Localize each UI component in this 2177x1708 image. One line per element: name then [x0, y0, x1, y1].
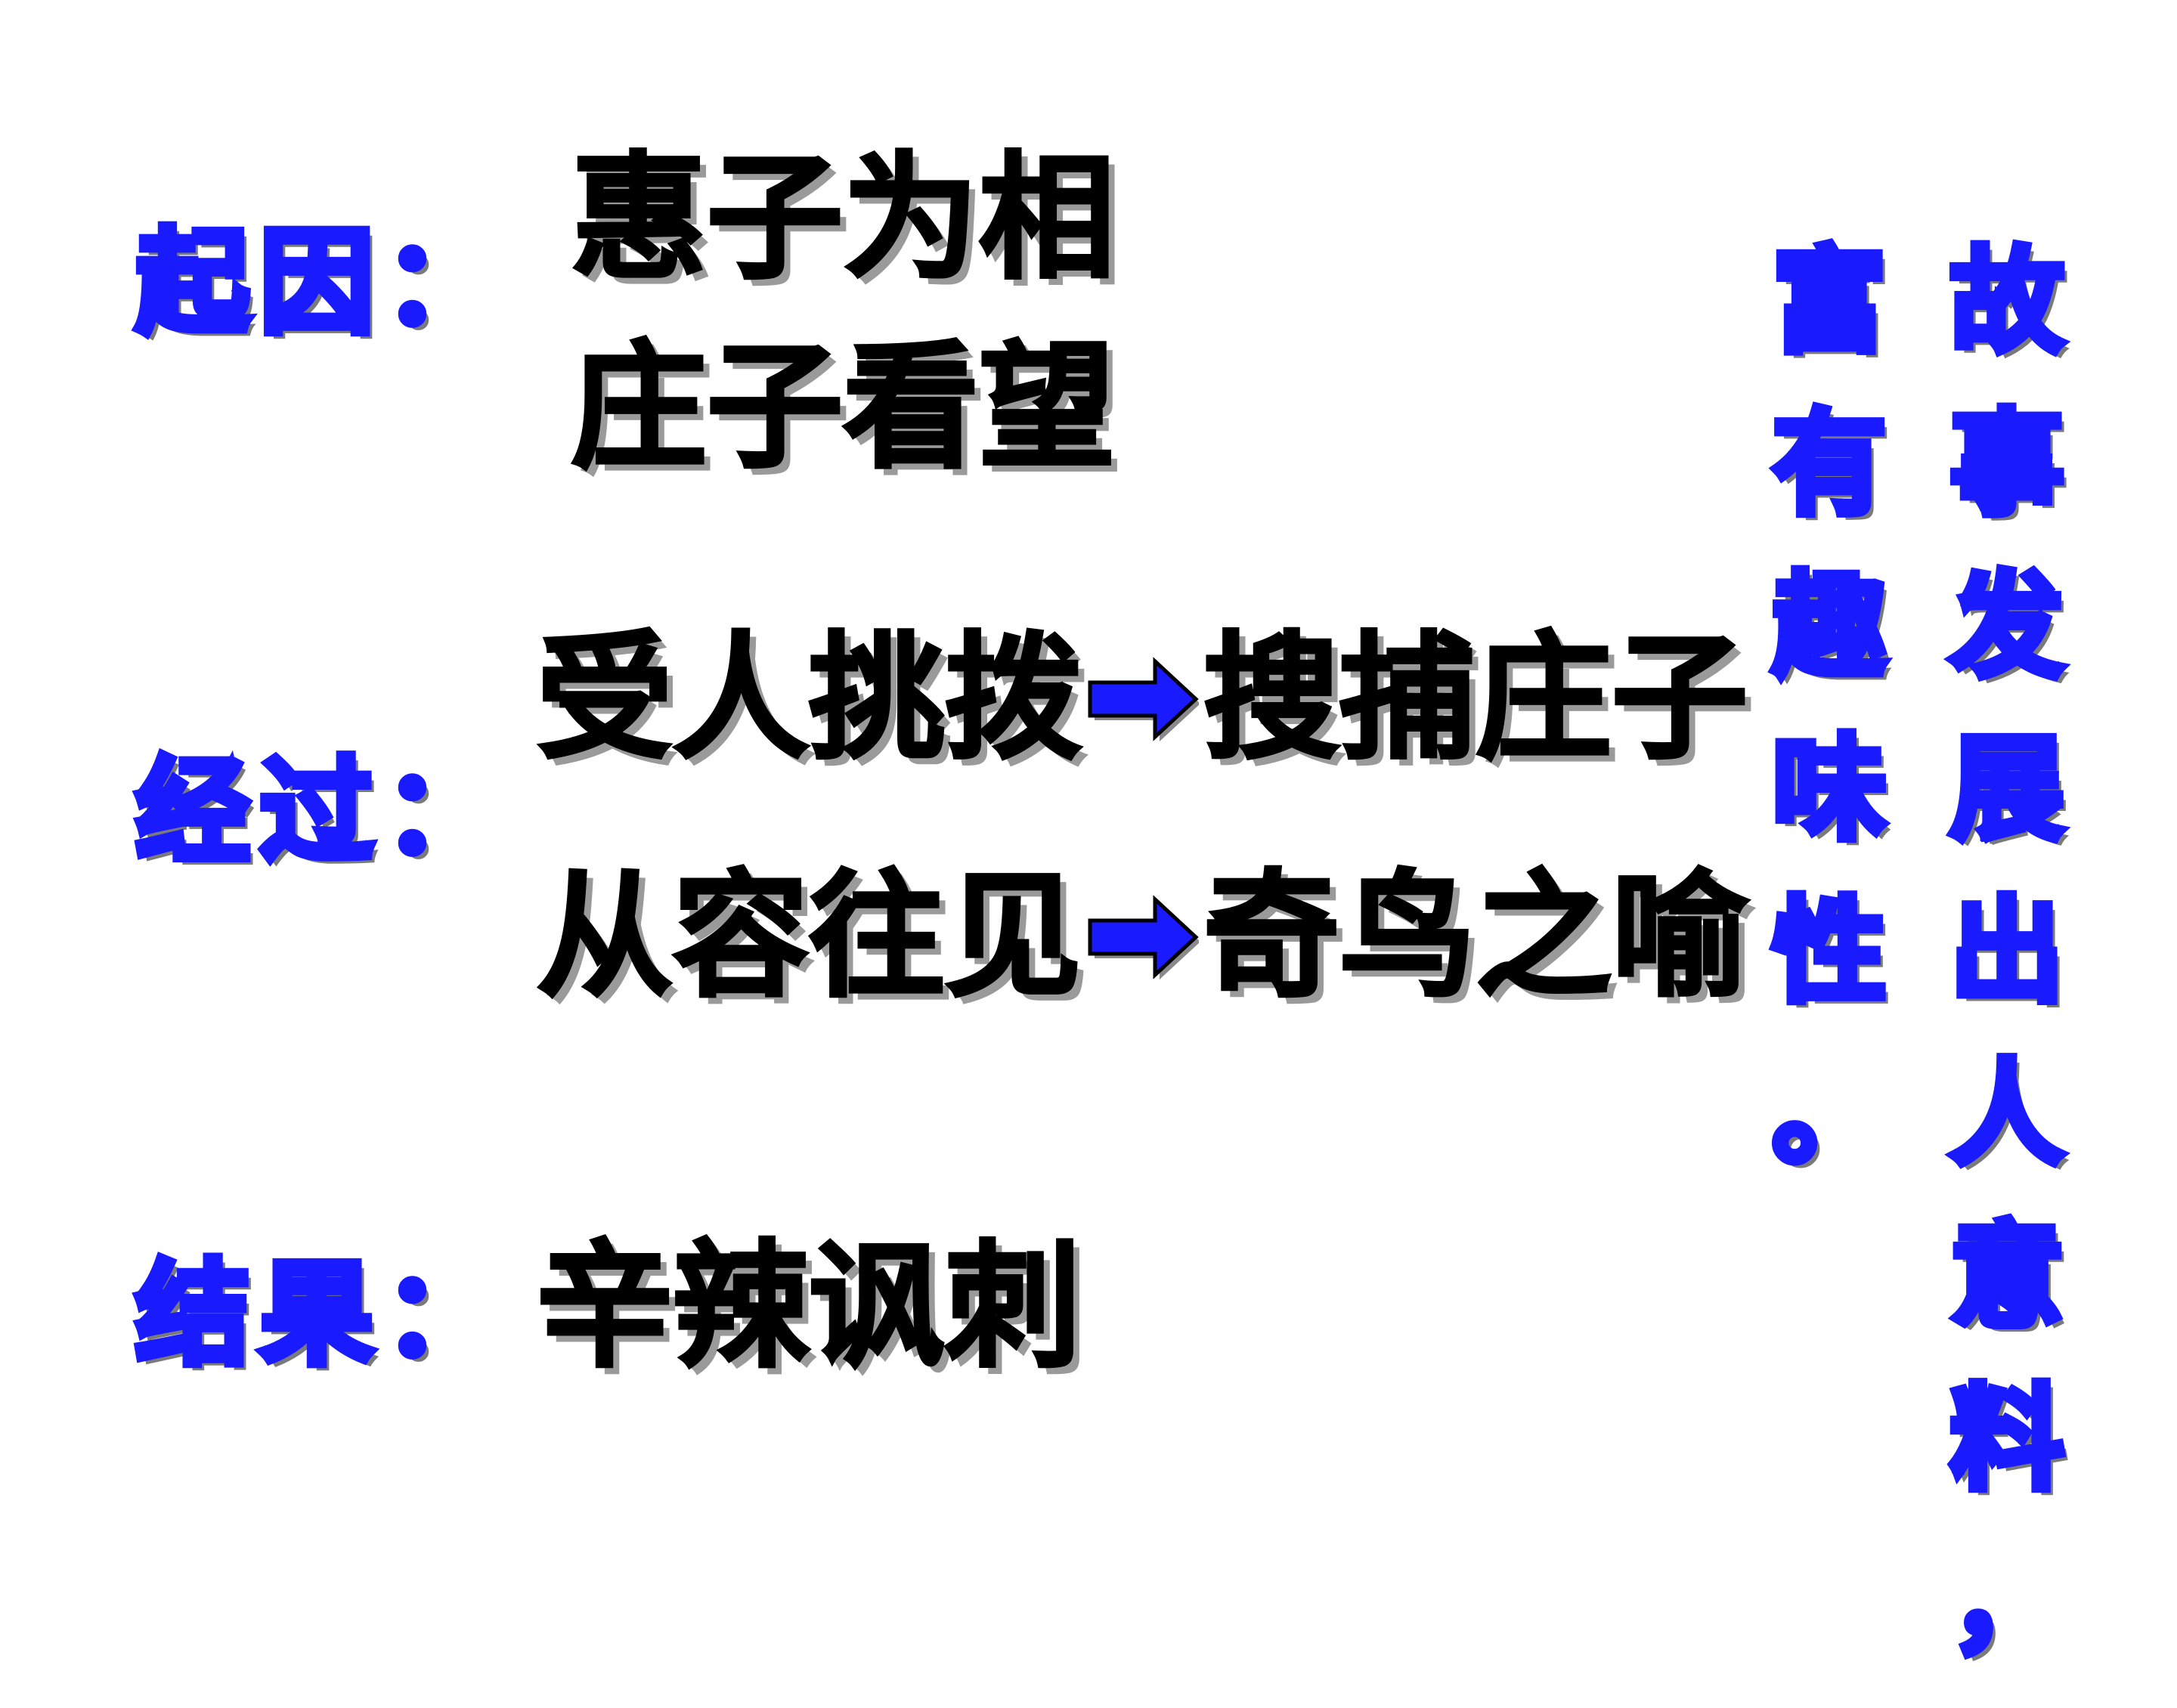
comment-right-char: 事: [1946, 399, 2067, 531]
comment-right-char: 发: [1946, 562, 2067, 693]
cause-line-1: 惠子为相: [569, 140, 1116, 298]
comment-right-char: ，: [1946, 1536, 2067, 1668]
comment-right-char: 人: [1946, 1049, 2067, 1180]
process-row-2-from: 从容往见: [535, 858, 1082, 1016]
comment-column-right: 故 事 发 展 出 人 意 料 ，: [1946, 237, 2067, 1708]
process-row-1-to: 搜捕庄子: [1202, 620, 1749, 778]
label-result: 结果：: [132, 1249, 509, 1381]
comment-left-char: 性: [1769, 886, 1890, 1018]
comment-left-char: 味: [1769, 724, 1890, 856]
process-row-2-to: 奇鸟之喻: [1202, 858, 1749, 1016]
process-row-1: 受人挑拨 搜捕庄子: [535, 620, 1749, 778]
comment-right-char: 出: [1946, 886, 2067, 1018]
process-row-1-from: 受人挑拨: [535, 620, 1082, 778]
comment-right-char: 展: [1946, 724, 2067, 856]
comment-left-char: 有: [1769, 399, 1890, 531]
comment-right-char: 料: [1946, 1374, 2067, 1505]
comment-right-char: 故: [1946, 237, 2067, 368]
result-text: 辛辣讽刺: [535, 1228, 1082, 1386]
cause-line-2: 庄子看望: [569, 329, 1116, 487]
comment-left-char: 富: [1769, 237, 1890, 368]
comment-left-char: 。: [1769, 1049, 1890, 1180]
right-arrow-icon: [1088, 895, 1200, 979]
comment-right-char: 意: [1946, 1211, 2067, 1343]
process-row-2: 从容往见 奇鸟之喻: [535, 858, 1749, 1016]
right-arrow-icon: [1088, 657, 1200, 741]
comment-column-left: 富 有 趣 味 性 。: [1769, 237, 1890, 1221]
comment-left-char: 趣: [1769, 562, 1890, 693]
label-process: 经过：: [132, 747, 509, 878]
label-cause: 起因：: [132, 218, 509, 349]
